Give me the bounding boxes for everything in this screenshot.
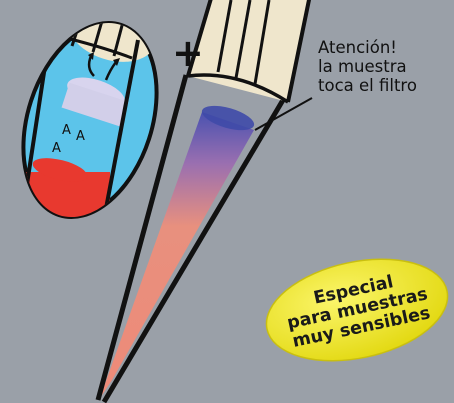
pipette-tip — [95, 74, 286, 403]
aerosol-label: A — [62, 123, 71, 138]
pipette-filter — [186, 0, 312, 104]
plus-sign: + — [172, 31, 204, 75]
vapor-arrow-right — [104, 61, 118, 81]
tip-wall-left — [95, 74, 189, 401]
callout-line: Atención! — [318, 38, 397, 57]
sample-meniscus — [201, 105, 255, 131]
aerosol-label: A — [52, 141, 61, 156]
aerosol-label: A — [76, 129, 85, 144]
callout-line: la muestra — [318, 57, 407, 76]
tip-wall-right — [101, 98, 286, 403]
vapor-arrow-left — [87, 55, 95, 77]
magnifier-inset: A A A — [18, 5, 159, 235]
callout-line: toca el filtro — [318, 76, 417, 95]
callout-pointer — [254, 97, 313, 131]
badge-shape — [265, 258, 449, 362]
callout-text: Atención! la muestra toca el filtro — [318, 38, 452, 95]
sample-liquid — [100, 112, 254, 398]
